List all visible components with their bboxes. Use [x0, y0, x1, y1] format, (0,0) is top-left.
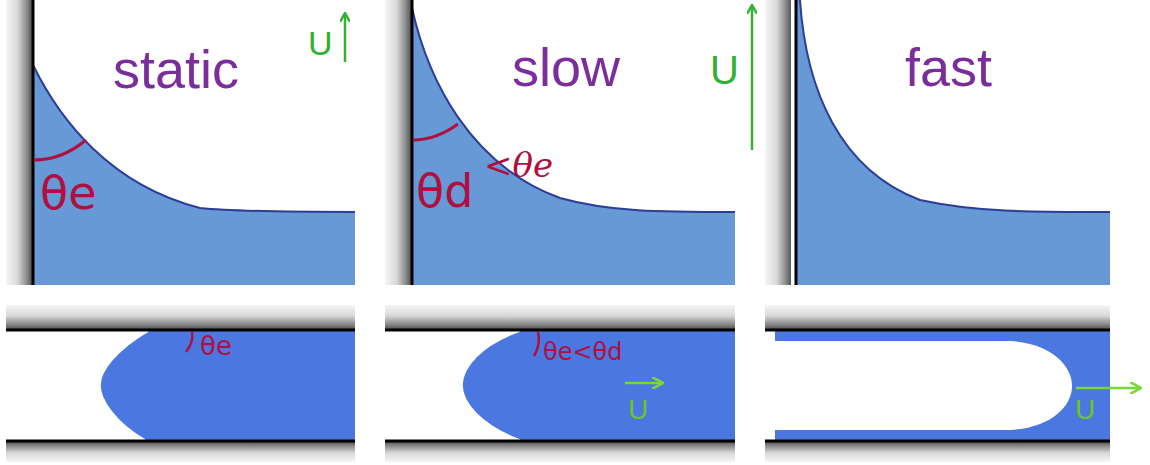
velocity-arrow [344, 14, 347, 62]
panel-title: static [113, 42, 239, 96]
fast-plate-panel [765, 0, 1110, 285]
fast-tube-panel [765, 305, 1140, 462]
angle-label: θe [40, 170, 96, 216]
velocity-label: U [710, 50, 739, 90]
angle-label: θd [416, 168, 473, 214]
velocity-arrow [751, 6, 754, 150]
panel-title: slow [512, 40, 620, 94]
angle-label: θe<θd [543, 340, 622, 364]
velocity-label: U [628, 396, 648, 424]
static-plate-panel [6, 0, 355, 285]
handwritten-note: <θe [484, 148, 553, 182]
angle-label: θe [200, 333, 232, 359]
static-tube-panel [6, 305, 355, 462]
slow-plate-panel [385, 0, 735, 285]
velocity-label: U [308, 26, 333, 60]
slow-tube-panel [385, 305, 735, 462]
velocity-label: U [1075, 396, 1095, 424]
panel-title: fast [905, 40, 992, 94]
